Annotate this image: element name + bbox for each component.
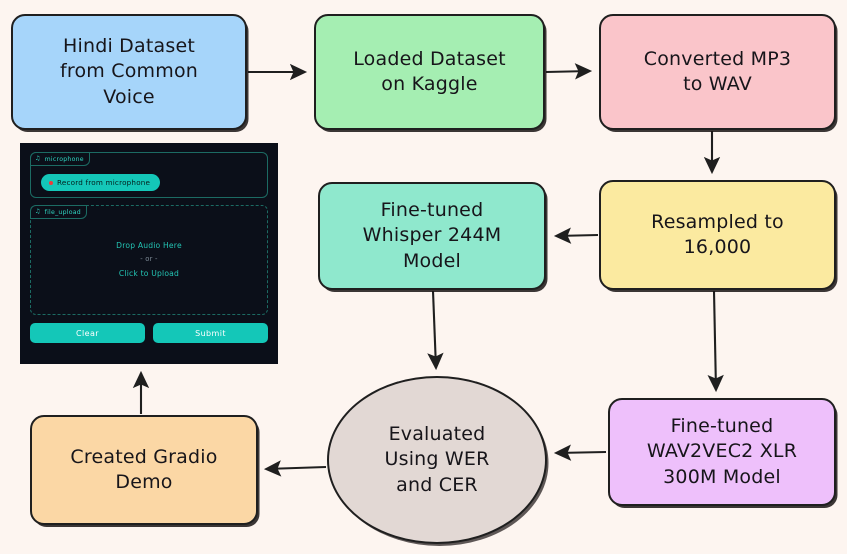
node-hindi-dataset[interactable]: Hindi Dataset from Common Voice (11, 14, 247, 130)
gradio-button-row: Clear Submit (30, 323, 268, 343)
edge-kaggle-to-mp3 (545, 63, 593, 80)
node-label: Created Gradio Demo (70, 445, 218, 493)
node-label: Evaluated Using WER and CER (384, 423, 490, 496)
music-note-icon: ♫ (35, 208, 41, 215)
node-loaded-kaggle[interactable]: Loaded Dataset on Kaggle (314, 14, 545, 130)
node-converted-mp3[interactable]: Converted MP3 to WAV (599, 14, 836, 130)
submit-button[interactable]: Submit (153, 323, 268, 343)
edge-whisper-to-evaluated (427, 290, 444, 371)
microphone-label-text: microphone (44, 155, 84, 163)
file-upload-dropzone[interactable]: ♫ file_upload Drop Audio Here - or - Cli… (30, 205, 268, 315)
edge-resampled-to-whisper (553, 227, 599, 244)
node-label: Converted MP3 to WAV (643, 47, 792, 95)
record-dot-icon (49, 180, 53, 185)
file-upload-label: ♫ file_upload (30, 205, 87, 219)
node-label: Hindi Dataset from Common Voice (59, 35, 199, 108)
music-note-icon: ♫ (35, 155, 41, 162)
microphone-label: ♫ microphone (30, 152, 90, 166)
record-from-microphone-button[interactable]: Record from microphone (41, 174, 161, 191)
node-label: Resampled to 16,000 (651, 210, 784, 258)
gradio-screenshot: ♫ microphone Record from microphone ♫ fi… (20, 143, 278, 364)
record-button-label: Record from microphone (57, 178, 151, 187)
dropzone-text: Drop Audio Here - or - Click to Upload (116, 239, 182, 282)
node-evaluated[interactable]: Evaluated Using WER and CER (327, 376, 547, 544)
node-label: Loaded Dataset on Kaggle (353, 47, 506, 95)
node-wav2vec2-model[interactable]: Fine-tuned WAV2VEC2 XLR 300M Model (608, 398, 836, 506)
node-label: Fine-tuned WAV2VEC2 XLR 300M Model (646, 415, 798, 488)
clear-button[interactable]: Clear (30, 323, 145, 343)
node-resampled[interactable]: Resampled to 16,000 (599, 180, 836, 290)
node-whisper-model[interactable]: Fine-tuned Whisper 244M Model (318, 182, 546, 290)
edge-resampled-to-wav2vec2 (707, 290, 724, 393)
node-label: Fine-tuned Whisper 244M Model (362, 199, 502, 272)
microphone-block: ♫ microphone Record from microphone (30, 152, 268, 198)
drop-audio-here-text: Drop Audio Here (116, 240, 182, 250)
click-to-upload-text[interactable]: Click to Upload (118, 268, 180, 278)
file-upload-label-text: file_upload (44, 208, 81, 216)
edge-evaluated-to-demo (263, 460, 327, 477)
edge-wav2vec2-to-evaluated (553, 444, 607, 461)
or-separator-text: - or - (140, 255, 158, 264)
node-created-gradio-demo[interactable]: Created Gradio Demo (30, 415, 258, 525)
